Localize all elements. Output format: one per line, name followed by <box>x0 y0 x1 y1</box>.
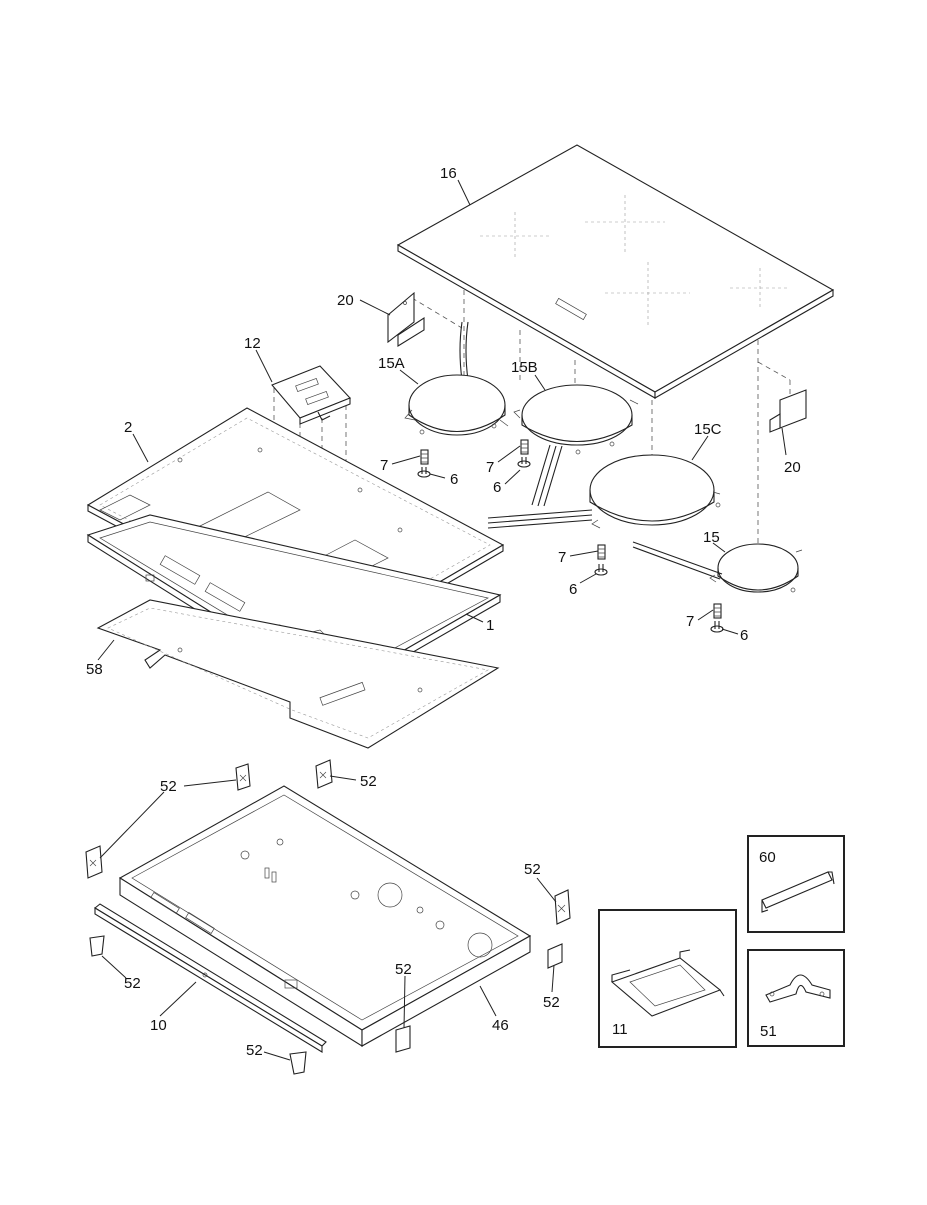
inset-box-part-60[interactable] <box>747 835 845 933</box>
screw-part-6-c[interactable] <box>594 564 608 576</box>
callout-52-g: 52 <box>395 961 412 978</box>
bracket-part-12[interactable] <box>271 365 351 425</box>
clip-part-52-g[interactable] <box>395 1025 411 1053</box>
heating-element-part-15b[interactable] <box>513 384 639 507</box>
clip-part-52-b[interactable] <box>315 759 333 789</box>
inset-box-part-11[interactable] <box>598 909 737 1048</box>
spring-part-7-a[interactable] <box>420 449 429 465</box>
callout-7-d: 7 <box>686 613 694 630</box>
callout-6-a: 6 <box>450 471 458 488</box>
callout-15: 15 <box>703 529 720 546</box>
callout-10: 10 <box>150 1017 167 1034</box>
spring-part-7-b[interactable] <box>520 439 529 455</box>
inset-box-part-51[interactable] <box>747 949 845 1047</box>
clip-part-52-e[interactable] <box>89 935 105 957</box>
callout-52-a: 52 <box>160 778 177 795</box>
glass-cooktop-part-16[interactable] <box>396 144 835 399</box>
callout-52-d: 52 <box>524 861 541 878</box>
callout-15a: 15A <box>378 355 405 372</box>
callout-16: 16 <box>440 165 457 182</box>
heating-element-part-15c[interactable] <box>487 454 721 529</box>
screw-part-6-b[interactable] <box>517 457 531 468</box>
panel-part-58[interactable] <box>96 599 500 749</box>
heating-element-part-15[interactable] <box>632 541 803 593</box>
callout-7-c: 7 <box>558 549 566 566</box>
clip-part-52-f[interactable] <box>547 943 563 969</box>
callout-6-c: 6 <box>569 581 577 598</box>
clip-part-52-a[interactable] <box>235 763 251 791</box>
callout-labels: 16 20 12 15A 15B 15C 15 20 2 1 58 7 6 7 … <box>86 165 801 1059</box>
callout-52-b: 52 <box>360 773 377 790</box>
callout-51: 51 <box>760 1023 777 1040</box>
heating-element-part-15a[interactable] <box>404 321 509 436</box>
front-trim-part-10[interactable] <box>94 903 327 1053</box>
callout-20-left: 20 <box>337 292 354 309</box>
bracket-part-20-right[interactable] <box>769 389 807 433</box>
spring-part-7-c[interactable] <box>597 544 606 560</box>
callout-52-f: 52 <box>543 994 560 1011</box>
burner-box-part-46[interactable] <box>118 785 532 1047</box>
callout-52-e: 52 <box>124 975 141 992</box>
screw-part-6-a[interactable] <box>417 467 431 478</box>
callout-7-a: 7 <box>380 457 388 474</box>
callout-12: 12 <box>244 335 261 352</box>
bracket-part-20-left[interactable] <box>387 291 425 347</box>
callout-15b: 15B <box>511 359 538 376</box>
clip-part-52-h[interactable] <box>289 1051 307 1075</box>
callout-60: 60 <box>759 849 776 866</box>
callout-6-b: 6 <box>493 479 501 496</box>
leader-lines <box>97 179 787 1061</box>
callout-58: 58 <box>86 661 103 678</box>
screw-part-6-d[interactable] <box>710 621 724 633</box>
spring-part-7-d[interactable] <box>713 603 722 619</box>
callout-52-h: 52 <box>246 1042 263 1059</box>
callout-1: 1 <box>486 617 494 634</box>
callout-15c: 15C <box>694 421 722 438</box>
callout-20-right: 20 <box>784 459 801 476</box>
callout-46: 46 <box>492 1017 509 1034</box>
clip-part-52-c[interactable] <box>85 845 103 879</box>
clip-part-52-d[interactable] <box>554 889 571 925</box>
callout-6-d: 6 <box>740 627 748 644</box>
callout-11: 11 <box>612 1021 628 1038</box>
callout-7-b: 7 <box>486 459 494 476</box>
callout-2: 2 <box>124 419 132 436</box>
